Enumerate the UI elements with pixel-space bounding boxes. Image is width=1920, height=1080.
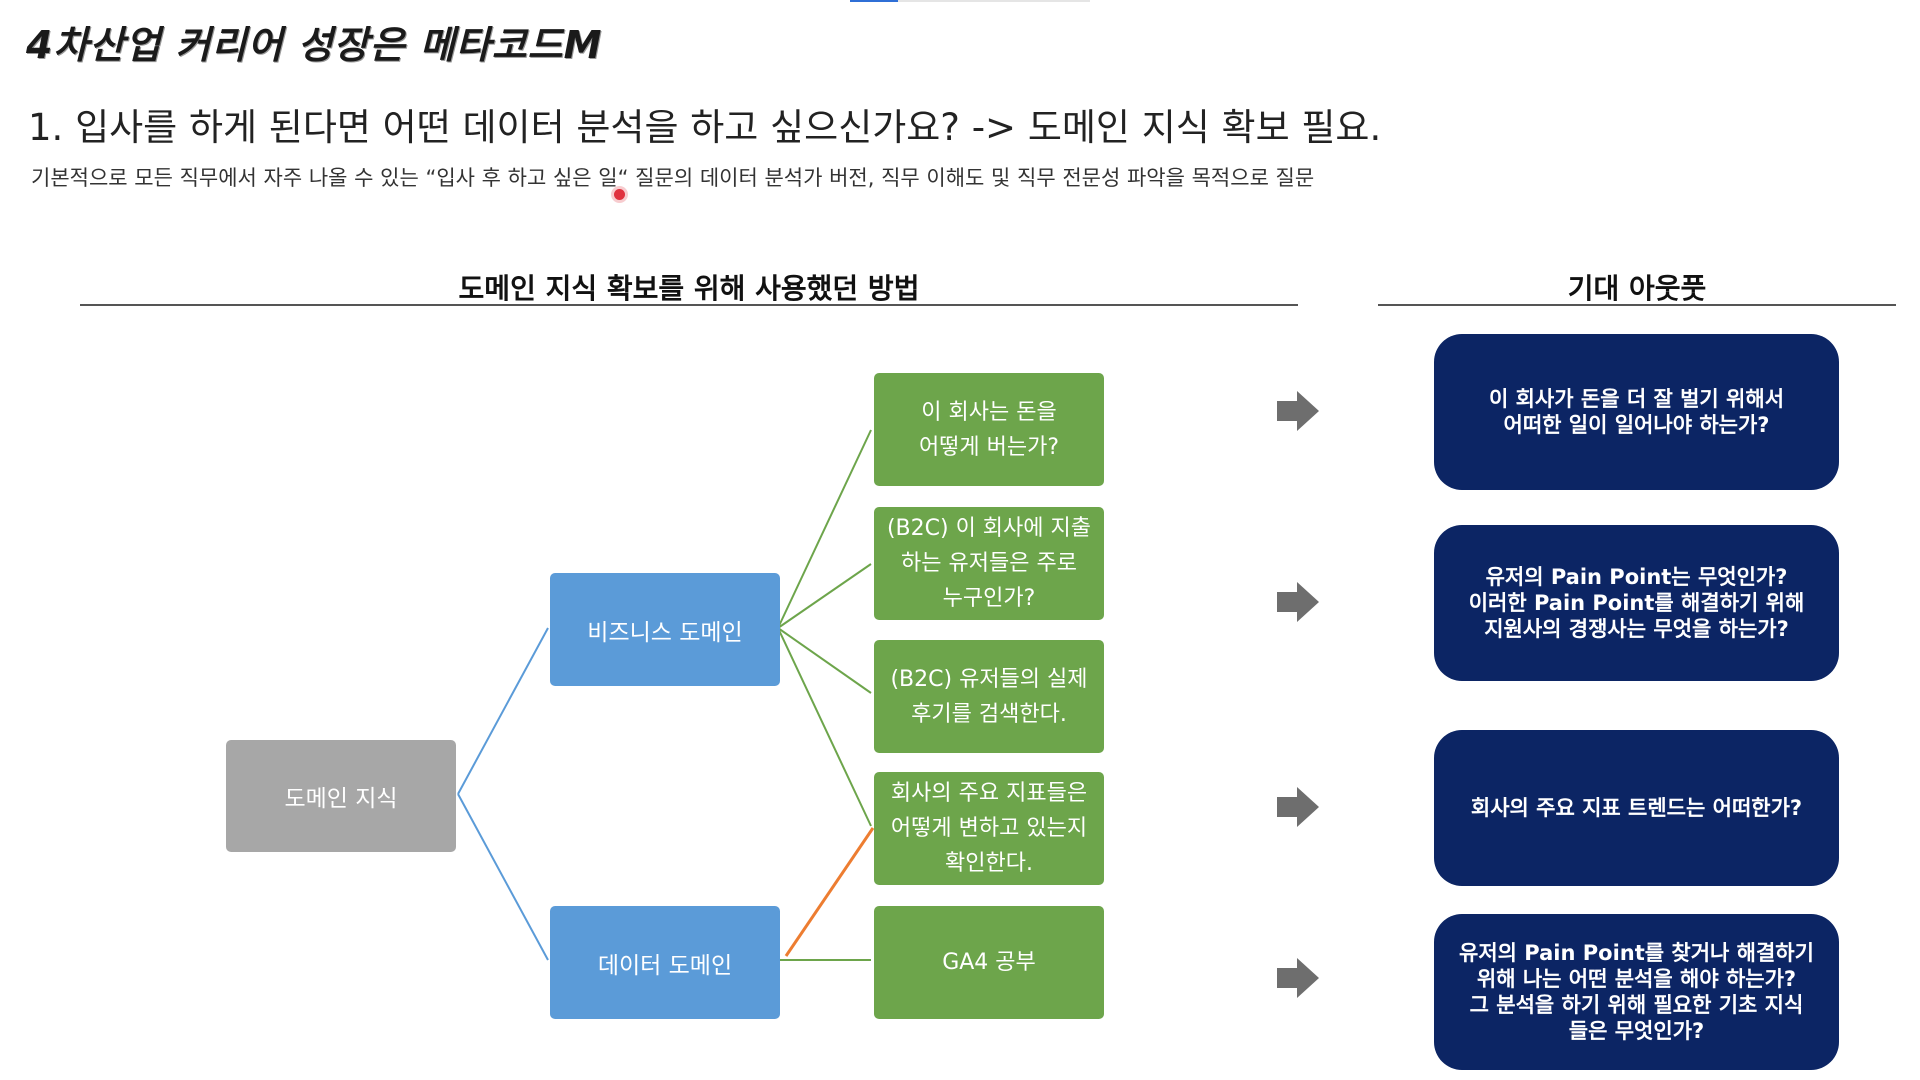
branch-node-business-domain: 비즈니스 도메인 <box>550 573 780 686</box>
arrow-right-icon <box>1277 582 1319 622</box>
leaf-node-revenue: 이 회사는 돈을 어떻게 버는가? <box>874 373 1104 486</box>
top-scroll-indicator <box>850 0 898 2</box>
right-section-rule <box>1378 304 1896 306</box>
connector-root-business <box>457 627 549 795</box>
top-scroll-track <box>850 0 1090 2</box>
leaf-node-user-reviews: (B2C) 유저들의 실제 후기를 검색한다. <box>874 640 1104 753</box>
connector-root-data <box>457 793 549 961</box>
output-box-metric-trends: 회사의 주요 지표 트렌드는 어떠한가? <box>1434 730 1839 886</box>
arrow-right-icon <box>1277 391 1319 431</box>
brand-title: 4차산업 커리어 성장은 메타코드M <box>26 23 603 67</box>
arrow-right-icon <box>1277 787 1319 827</box>
output-box-revenue-growth: 이 회사가 돈을 더 잘 벌기 위해서 어떠한 일이 일어나야 하는가? <box>1434 334 1839 490</box>
laser-pointer-cursor <box>614 189 625 200</box>
left-section-rule <box>80 304 1298 306</box>
root-node-domain-knowledge: 도메인 지식 <box>226 740 456 852</box>
left-section-title: 도메인 지식 확보를 위해 사용했던 방법 <box>458 272 920 305</box>
connector-data-leaf4 <box>784 827 875 957</box>
question-description: 기본적으로 모든 직무에서 자주 나올 수 있는 “입사 후 하고 싶은 일“ … <box>31 166 1315 190</box>
output-box-pain-point-competitors: 유저의 Pain Point는 무엇인가? 이러한 Pain Point를 해결… <box>1434 525 1839 681</box>
connector-business-leaf1 <box>777 429 872 629</box>
connector-business-leaf4 <box>777 627 872 827</box>
connector-business-leaf3 <box>777 627 872 694</box>
connector-business-leaf2 <box>777 563 872 629</box>
leaf-node-key-metrics: 회사의 주요 지표들은 어떻게 변하고 있는지 확인한다. <box>874 772 1104 885</box>
arrow-right-icon <box>1277 958 1319 998</box>
leaf-node-ga4-study: GA4 공부 <box>874 906 1104 1019</box>
leaf-node-spending-users: (B2C) 이 회사에 지출 하는 유저들은 주로 누구인가? <box>874 507 1104 620</box>
output-box-analysis-knowledge: 유저의 Pain Point를 찾거나 해결하기 위해 나는 어떤 분석을 해야… <box>1434 914 1839 1070</box>
branch-node-data-domain: 데이터 도메인 <box>550 906 780 1019</box>
question-heading: 1. 입사를 하게 된다면 어떤 데이터 분석을 하고 싶으신가요? -> 도메… <box>28 106 1382 149</box>
right-section-title: 기대 아웃풋 <box>1567 272 1707 305</box>
